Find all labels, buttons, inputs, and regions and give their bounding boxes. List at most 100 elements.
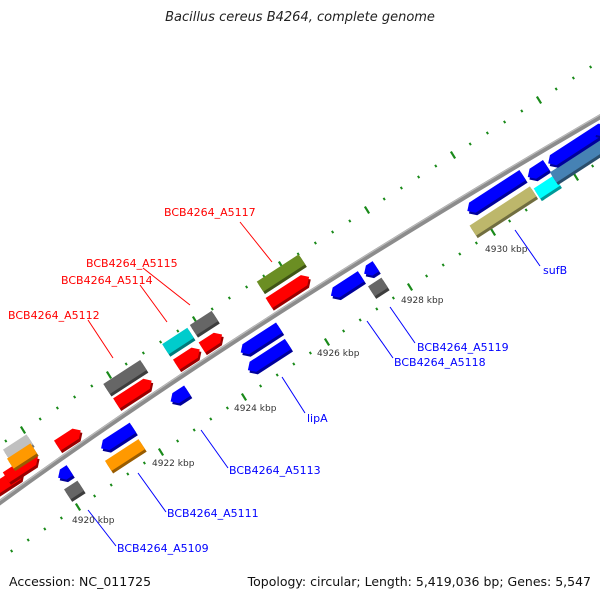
gene-body <box>533 175 561 199</box>
minor-tick <box>358 318 362 322</box>
gene-labels: BCB4264_A5117 BCB4264_A5115 BCB4264_A511… <box>8 206 567 555</box>
minor-tick <box>399 186 403 190</box>
minor-tick <box>458 252 462 256</box>
minor-tick <box>474 241 478 245</box>
gene-feature[interactable] <box>103 359 149 397</box>
tick-label: 4926 kbp <box>317 349 360 359</box>
gene-label-sufb[interactable]: sufB <box>543 264 567 277</box>
gene-body <box>64 480 84 500</box>
gene-feature[interactable] <box>104 439 147 474</box>
minor-tick <box>342 329 346 333</box>
gene-reverse-arrow[interactable] <box>245 338 294 378</box>
gene-body <box>364 261 380 276</box>
gene-feature[interactable] <box>162 327 196 357</box>
gene-body <box>170 385 191 404</box>
gene-label-lipa[interactable]: lipA <box>307 412 328 425</box>
tick-marks <box>4 65 595 553</box>
gene-label-a5115[interactable]: BCB4264_A5115 <box>86 257 178 270</box>
gene-reverse-arrow[interactable] <box>464 169 528 219</box>
minor-tick <box>227 296 231 300</box>
leader-line <box>87 509 117 547</box>
minor-tick <box>348 219 352 223</box>
gene-label-a5114[interactable]: BCB4264_A5114 <box>61 274 153 287</box>
tick-label: 4930 kbp <box>485 245 528 255</box>
gene-forward-arrow[interactable] <box>172 344 205 373</box>
gene-body <box>256 254 306 292</box>
backbone <box>0 114 600 506</box>
gene-feature[interactable] <box>368 277 390 299</box>
gene-features <box>0 116 600 502</box>
minor-tick <box>468 142 472 146</box>
gene-label-a5112[interactable]: BCB4264_A5112 <box>8 309 100 322</box>
gene-reverse-arrow[interactable] <box>328 271 366 303</box>
gene-body <box>2 434 34 460</box>
minor-tick <box>425 274 429 278</box>
minor-tick <box>4 439 8 443</box>
gene-feature[interactable] <box>533 175 562 202</box>
minor-tick <box>59 516 63 520</box>
gene-label-a5117[interactable]: BCB4264_A5117 <box>164 206 256 219</box>
minor-tick <box>331 230 335 234</box>
minor-tick <box>503 120 507 124</box>
gene-reverse-arrow[interactable] <box>237 322 285 360</box>
gene-reverse-arrow[interactable] <box>525 159 552 185</box>
minor-tick <box>520 109 524 113</box>
gene-label-a5118[interactable]: BCB4264_A5118 <box>394 356 486 369</box>
leader-line <box>139 284 168 323</box>
minor-tick <box>275 373 279 377</box>
minor-tick <box>434 164 438 168</box>
gene-label-a5109[interactable]: BCB4264_A5109 <box>117 542 209 555</box>
minor-tick <box>124 362 128 366</box>
minor-tick <box>313 241 317 245</box>
gene-forward-arrow[interactable] <box>113 376 156 411</box>
gene-feature[interactable] <box>189 310 220 338</box>
gene-forward-arrow[interactable] <box>265 272 314 311</box>
tick-label: 4928 kbp <box>401 296 444 306</box>
minor-tick <box>55 406 59 410</box>
gene-reverse-arrow[interactable] <box>98 422 138 456</box>
gene-body <box>101 422 137 451</box>
gene-reverse-arrow[interactable] <box>361 261 381 281</box>
minor-tick <box>259 384 263 388</box>
gene-body <box>104 439 146 471</box>
gene-body <box>548 123 600 166</box>
minor-tick <box>245 285 249 289</box>
gene-reverse-arrow[interactable] <box>545 123 600 171</box>
accession-text: Accession: NC_011725 <box>9 574 152 589</box>
gene-label-a5111[interactable]: BCB4264_A5111 <box>167 507 259 520</box>
minor-tick <box>109 483 113 487</box>
gene-feature[interactable] <box>469 186 539 239</box>
gene-feature[interactable] <box>6 443 39 472</box>
major-tick <box>489 228 497 236</box>
minor-tick <box>176 439 180 443</box>
gene-reverse-arrow[interactable] <box>55 465 75 485</box>
gene-feature[interactable] <box>549 137 600 185</box>
gene-forward-arrow[interactable] <box>198 329 227 356</box>
tick-label: 4920 kbp <box>72 516 115 526</box>
minor-tick <box>589 65 593 69</box>
gene-body <box>198 332 223 353</box>
gene-feature[interactable] <box>64 480 86 502</box>
major-tick <box>572 173 580 181</box>
minor-tick <box>524 208 528 212</box>
gene-label-a5113[interactable]: BCB4264_A5113 <box>229 464 321 477</box>
gene-forward-arrow[interactable] <box>53 425 86 454</box>
leader-line <box>514 229 541 267</box>
leader-line <box>142 267 191 306</box>
gene-feature[interactable] <box>256 254 307 295</box>
minor-tick <box>126 472 130 476</box>
gene-label-a5119[interactable]: BCB4264_A5119 <box>417 341 509 354</box>
minor-tick <box>38 417 42 421</box>
minor-tick <box>192 428 196 432</box>
gene-body <box>6 443 38 469</box>
major-tick <box>535 96 543 104</box>
gene-reverse-arrow[interactable] <box>167 385 193 409</box>
gene-body <box>469 186 537 236</box>
gene-body <box>113 378 152 409</box>
gene-body <box>265 275 310 309</box>
gene-body <box>103 359 147 395</box>
minor-tick <box>43 527 47 531</box>
minor-tick <box>441 263 445 267</box>
major-tick <box>105 371 113 379</box>
